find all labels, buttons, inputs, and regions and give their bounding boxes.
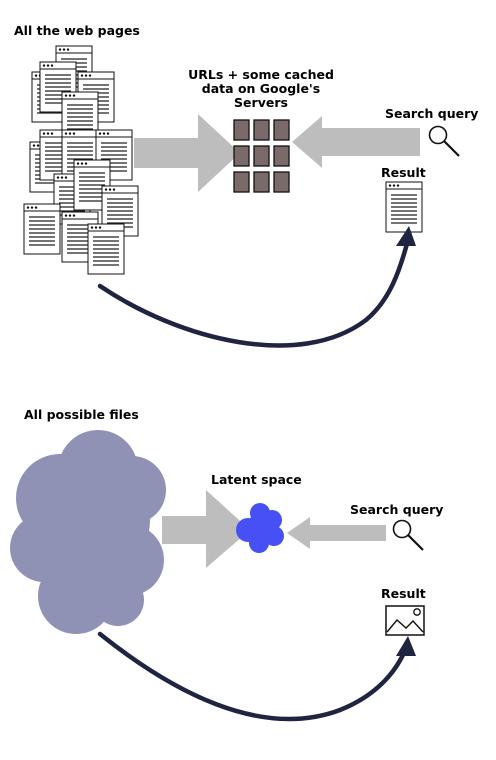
- server-block: [233, 171, 250, 193]
- web-pages-label: All the web pages: [14, 23, 140, 38]
- top-search-query-label: Search query: [385, 106, 479, 121]
- top-result-label: Result: [381, 165, 426, 180]
- server-block: [233, 119, 250, 141]
- curve-arrowhead-top: [396, 226, 416, 246]
- query-arrow-bottom: [287, 517, 386, 549]
- possible-files-cloud: [10, 430, 166, 634]
- possible-files-label: All possible files: [24, 407, 139, 422]
- server-block: [253, 145, 270, 167]
- servers-label: URLs + some cached data on Google's Serv…: [176, 68, 346, 110]
- web-pages-stack: [23, 45, 139, 275]
- magnifier-icon: [392, 519, 424, 551]
- server-block: [253, 119, 270, 141]
- bottom-result-label: Result: [381, 586, 426, 601]
- document-icon: [23, 203, 61, 255]
- curve-arrowhead-bottom: [396, 636, 416, 656]
- servers-label-line-3: Servers: [234, 95, 288, 110]
- result-curve-arrow-bottom: [97, 631, 409, 722]
- index-arrow: [134, 114, 240, 192]
- latent-space-cloud: [236, 503, 284, 553]
- servers-label-line-1: URLs + some cached: [188, 67, 334, 82]
- document-icon: [87, 223, 125, 275]
- server-block: [273, 119, 290, 141]
- latent-space-label: Latent space: [211, 472, 302, 487]
- result-curve-arrow-top: [97, 237, 411, 348]
- encode-arrow: [162, 490, 250, 568]
- magnifier-icon: [428, 125, 460, 157]
- google-servers-grid: [233, 119, 290, 193]
- servers-label-line-2: data on Google's: [201, 81, 321, 96]
- server-block: [233, 145, 250, 167]
- bottom-search-query-label: Search query: [350, 502, 444, 517]
- image-icon: [385, 605, 425, 636]
- query-arrow-top: [292, 116, 420, 168]
- result-document-icon: [385, 181, 423, 233]
- server-block: [273, 145, 290, 167]
- server-block: [273, 171, 290, 193]
- server-block: [253, 171, 270, 193]
